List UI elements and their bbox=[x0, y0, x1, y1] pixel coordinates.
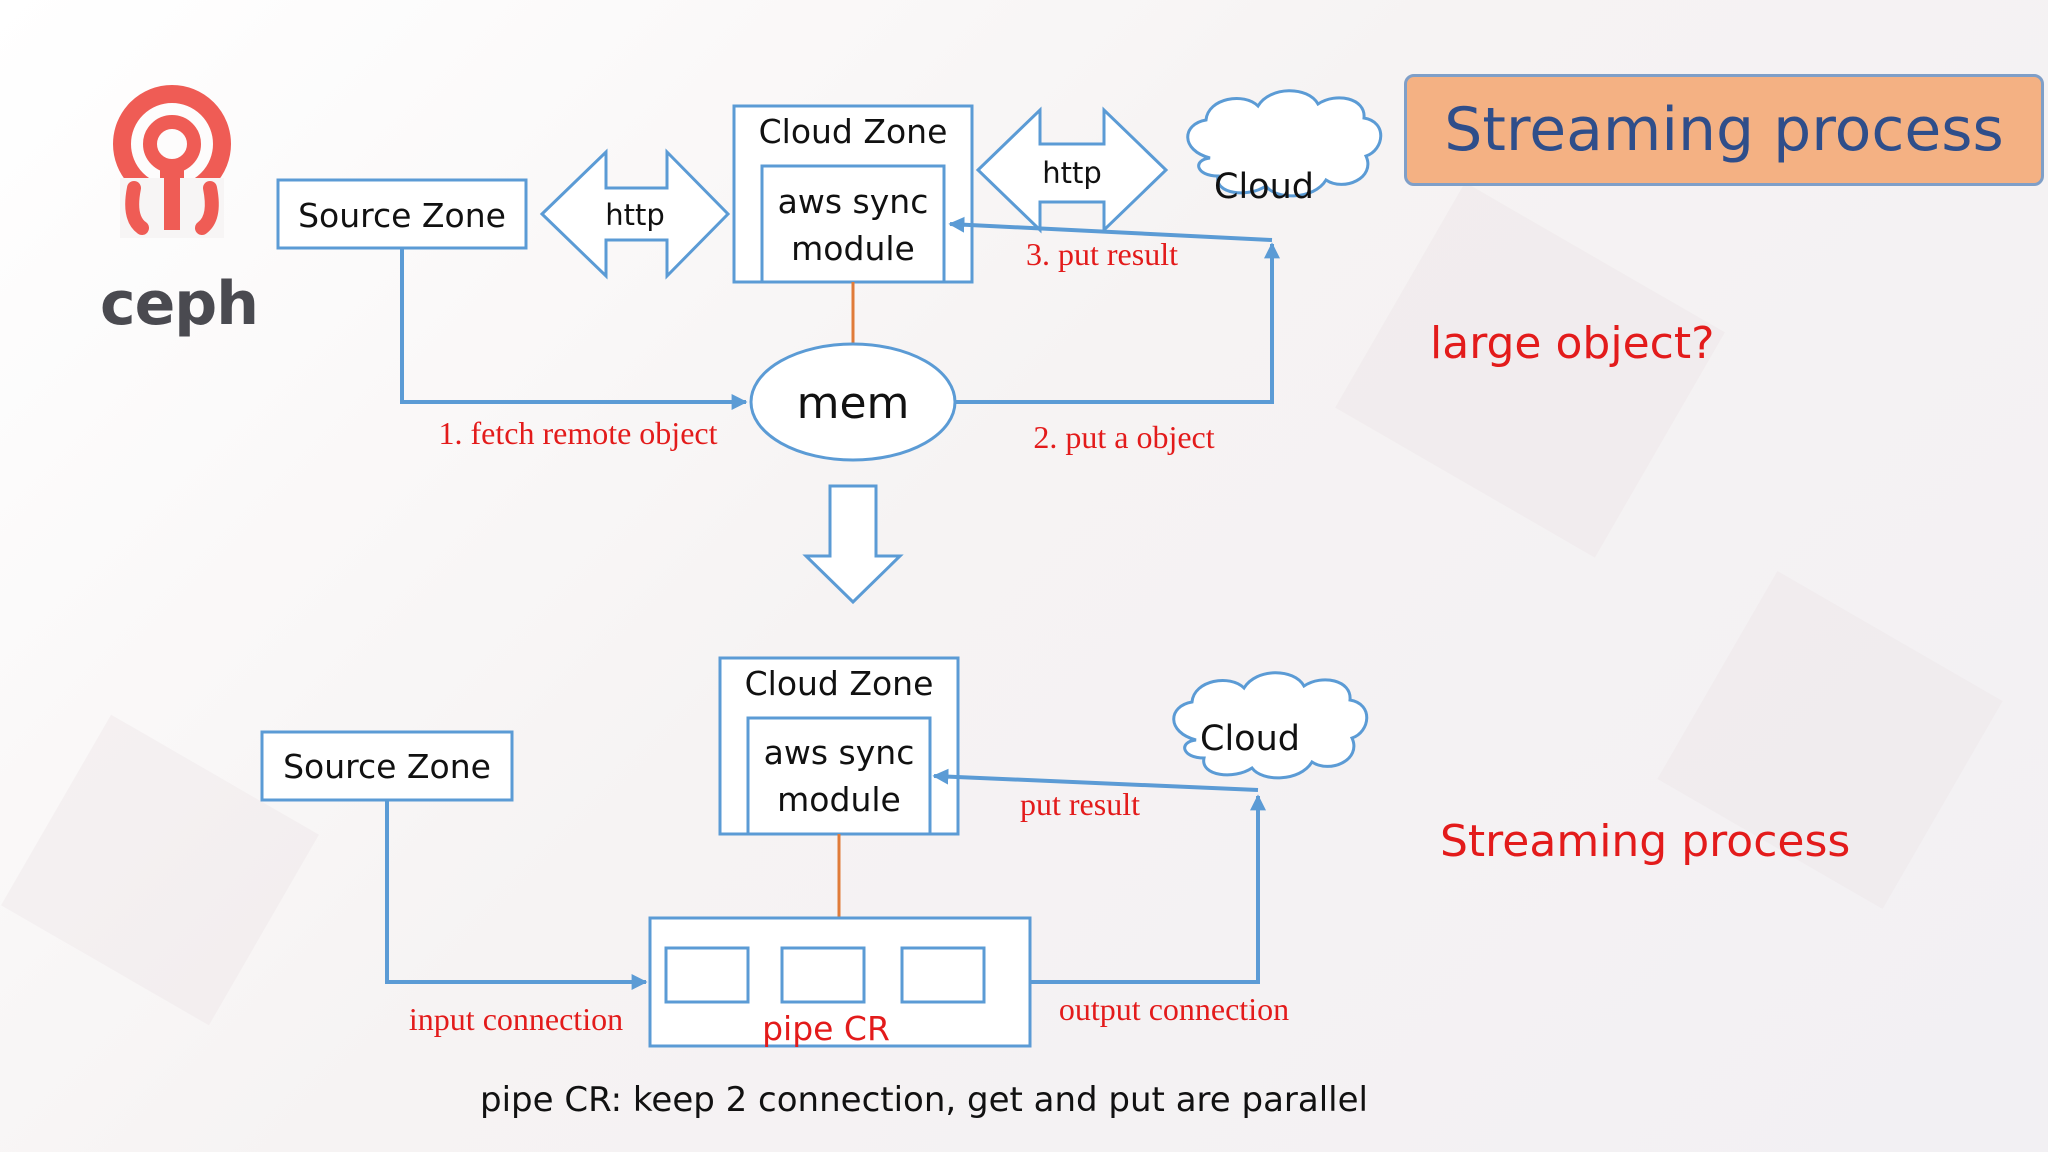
top-cloud-label: Cloud bbox=[1214, 167, 1314, 207]
ceph-logo-text: ceph bbox=[100, 269, 259, 339]
bottom-aws-module-box bbox=[746, 716, 932, 836]
top-step1-label: 1. fetch remote object bbox=[439, 415, 718, 451]
bottom-source-zone-label: Source Zone bbox=[283, 747, 491, 786]
ceph-logo-icon bbox=[113, 85, 231, 238]
top-step3-label: 3. put result bbox=[1026, 236, 1178, 272]
pipe-slot-1 bbox=[664, 946, 750, 1004]
top-cloud-zone-label: Cloud Zone bbox=[759, 112, 948, 151]
pipe-slot-2 bbox=[780, 946, 866, 1004]
top-http-arrow-1 bbox=[539, 148, 731, 280]
top-aws-label-line2: module bbox=[791, 229, 915, 268]
pipe-caption: pipe CR: keep 2 connection, get and put … bbox=[480, 1080, 1368, 1120]
bottom-aws-label-line1: aws sync bbox=[764, 733, 915, 772]
top-put-arrow bbox=[955, 242, 1280, 404]
top-cloud-shape bbox=[1186, 89, 1383, 198]
top-aws-label-line1: aws sync bbox=[778, 182, 929, 221]
top-http-label-2: http bbox=[1042, 156, 1102, 190]
note-streaming-process: Streaming process bbox=[1440, 816, 1851, 867]
top-result-arrow bbox=[948, 216, 1273, 242]
bottom-pipe-label: pipe CR bbox=[762, 1009, 890, 1048]
bottom-cloud-zone-label: Cloud Zone bbox=[745, 664, 934, 703]
transition-down-arrow bbox=[802, 484, 904, 605]
top-source-zone-label: Source Zone bbox=[298, 196, 506, 235]
top-http-arrow-2 bbox=[975, 106, 1169, 234]
top-mem-label: mem bbox=[797, 378, 910, 429]
ceph-logo: ceph bbox=[100, 78, 259, 334]
note-large-object: large object? bbox=[1430, 318, 1715, 369]
bottom-put-result-label: put result bbox=[1020, 786, 1140, 822]
bottom-cloud-shape bbox=[1172, 671, 1369, 780]
bottom-output-arrow bbox=[1030, 794, 1266, 984]
pipe-slot-3 bbox=[900, 946, 986, 1004]
top-fetch-arrow bbox=[400, 248, 748, 410]
top-http-label-1: http bbox=[605, 198, 665, 232]
bottom-cloud-label: Cloud bbox=[1200, 719, 1300, 759]
top-source-zone-box bbox=[276, 178, 528, 250]
bottom-result-arrow bbox=[932, 768, 1259, 792]
bottom-aws-label-line2: module bbox=[777, 780, 901, 819]
bottom-output-connection-label: output connection bbox=[1059, 991, 1289, 1027]
bottom-input-connection-label: input connection bbox=[409, 1001, 623, 1037]
top-aws-module-box bbox=[760, 164, 946, 284]
bottom-diagram: Source Zone Cloud Zone aws sync module C… bbox=[260, 656, 1369, 1048]
top-step2-label: 2. put a object bbox=[1033, 419, 1214, 455]
top-diagram: Source Zone http Cloud Zone aws sync mod… bbox=[276, 89, 1383, 462]
title-badge: Streaming process bbox=[1404, 74, 2044, 186]
bottom-input-arrow bbox=[385, 800, 648, 990]
